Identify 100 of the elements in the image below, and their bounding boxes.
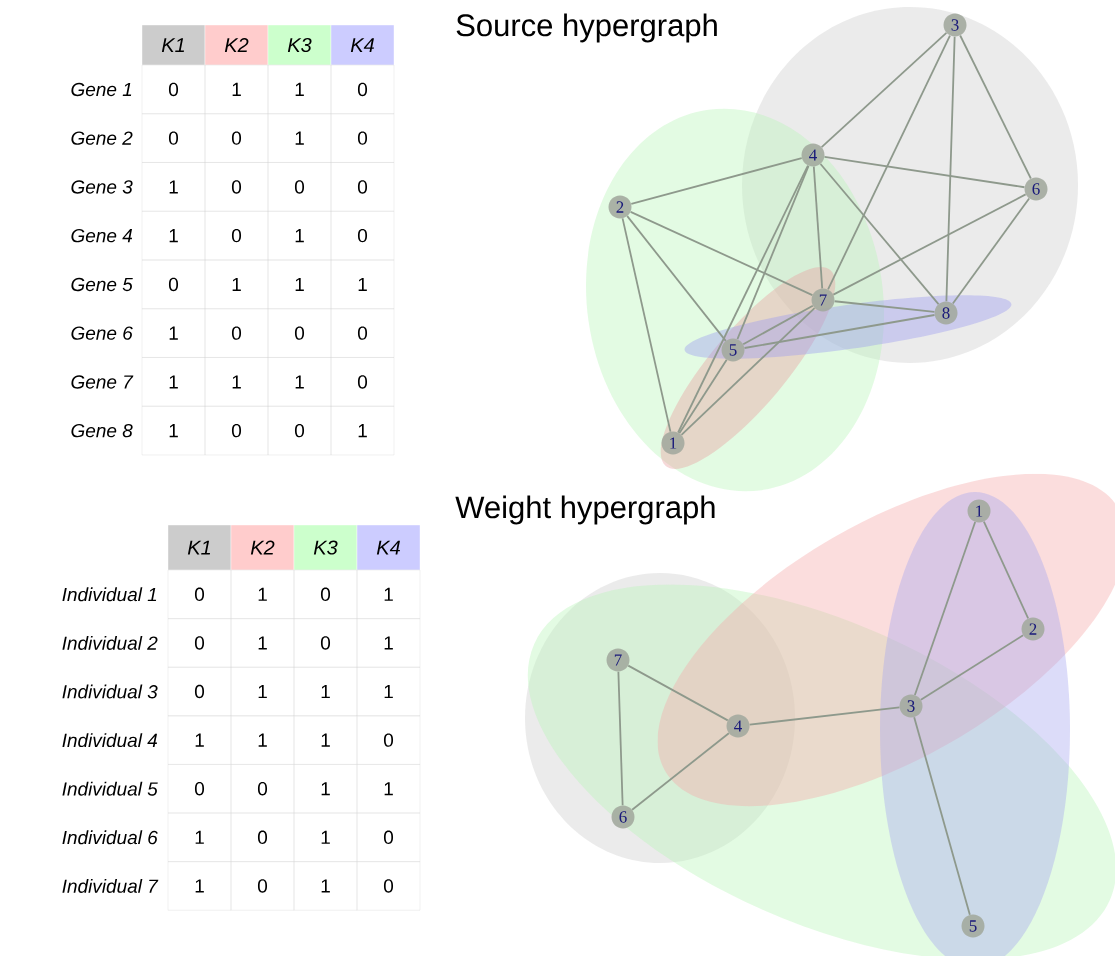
row-label: Individual 1 (62, 587, 157, 602)
table-cell: 1 (230, 667, 295, 716)
table-cell: 0 (330, 308, 395, 358)
graph-edge (913, 716, 971, 916)
header-cell: K4 (330, 24, 395, 66)
graph-edge (820, 32, 948, 148)
graph-edge (631, 732, 730, 811)
graph-edge (680, 307, 816, 436)
row-label: Gene 2 (71, 131, 133, 145)
table-cell: 0 (167, 569, 232, 619)
table-cell: 1 (167, 861, 232, 911)
row-label: Gene 6 (71, 326, 133, 340)
table-cell: 1 (267, 259, 332, 309)
table-cell: 1 (293, 667, 358, 716)
table-cell: 0 (167, 618, 232, 668)
row-label: Individual 6 (62, 830, 158, 845)
table-cell: 1 (141, 211, 206, 261)
table-cell: 0 (204, 162, 269, 212)
row-label: Gene 3 (71, 180, 133, 194)
table-cell: 0 (204, 211, 269, 261)
table-cell: 0 (230, 861, 295, 911)
graph-edge (627, 664, 729, 722)
header-cell: K3 (267, 24, 332, 66)
graph-edge (920, 634, 1024, 701)
table-cell: 1 (204, 64, 269, 114)
table-cell: 1 (356, 569, 421, 619)
table-cell: 0 (204, 406, 269, 456)
panel-title: Source hypergraph (456, 13, 717, 43)
row-label: Individual 2 (62, 635, 158, 650)
table-cell: 1 (293, 861, 358, 911)
table-cell: 1 (230, 569, 295, 619)
table-cell: 0 (267, 406, 332, 456)
table-cell: 1 (356, 618, 421, 668)
row-label: Gene 5 (71, 277, 133, 292)
table-cell: 0 (141, 259, 206, 309)
table-cell: 0 (267, 162, 332, 212)
row-label: Gene 1 (71, 82, 132, 97)
table-cell: 0 (330, 113, 395, 163)
graph-edge (832, 193, 1027, 296)
table-cell: 0 (330, 211, 395, 261)
graph-edge (677, 164, 809, 434)
table-cell: 1 (141, 357, 206, 407)
graph-edge (626, 215, 727, 342)
table-cell: 1 (204, 259, 269, 309)
graph-edge (823, 155, 1026, 189)
table-cell: 1 (230, 618, 295, 668)
table-cell: 1 (267, 64, 332, 114)
table-cell: 1 (141, 308, 206, 358)
table-cell: 1 (330, 259, 395, 309)
graph-edge (630, 157, 803, 205)
table-cell: 1 (356, 764, 421, 814)
graph-edge (913, 521, 977, 696)
graph-edge (617, 670, 624, 807)
table-cell: 1 (293, 764, 358, 814)
header-cell: K2 (230, 524, 295, 571)
table-cell: 1 (293, 715, 358, 765)
table-cell: 1 (293, 812, 358, 862)
table-cell: 1 (204, 357, 269, 407)
graph-edge (959, 34, 1032, 180)
header-cell: K3 (293, 524, 358, 571)
table-cell: 0 (167, 764, 232, 814)
row-label: Individual 3 (62, 684, 158, 699)
header-cell: K4 (356, 524, 421, 571)
table-cell: 1 (167, 812, 232, 862)
graph-edge (812, 165, 824, 290)
table-cell: 0 (330, 357, 395, 407)
table-cell: 0 (204, 308, 269, 358)
graph-edge (827, 34, 951, 291)
table-cell: 0 (356, 861, 421, 911)
graph-edge (736, 164, 810, 341)
row-label: Individual 5 (62, 781, 158, 796)
table-cell: 1 (141, 162, 206, 212)
table-cell: 1 (267, 357, 332, 407)
table-cell: 0 (167, 667, 232, 716)
table-cell: 0 (293, 618, 358, 668)
table-cell: 1 (330, 406, 395, 456)
graph-edge (983, 520, 1030, 620)
graph-edge (743, 314, 936, 349)
graph-edge (678, 358, 728, 435)
graph-edge (629, 211, 814, 297)
header-cell: K1 (167, 524, 232, 571)
table-cell: 0 (141, 64, 206, 114)
table-cell: 1 (167, 715, 232, 765)
graph-edge (952, 197, 1031, 305)
table-cell: 0 (230, 812, 295, 862)
table-cell: 1 (267, 113, 332, 163)
table-cell: 0 (141, 113, 206, 163)
header-cell: K1 (141, 24, 206, 66)
table-cell: 1 (356, 667, 421, 716)
table-cell: 0 (230, 764, 295, 814)
header-cell: K2 (204, 24, 269, 66)
table-cell: 0 (330, 64, 395, 114)
table-cell: 0 (204, 113, 269, 163)
panel-title: Weight hypergraph (455, 495, 715, 525)
row-label: Gene 4 (71, 228, 133, 243)
table-cell: 1 (141, 406, 206, 456)
graph-edge (621, 217, 672, 433)
table-cell: 0 (356, 812, 421, 862)
table-cell: 0 (293, 569, 358, 619)
table-cell: 0 (356, 715, 421, 765)
